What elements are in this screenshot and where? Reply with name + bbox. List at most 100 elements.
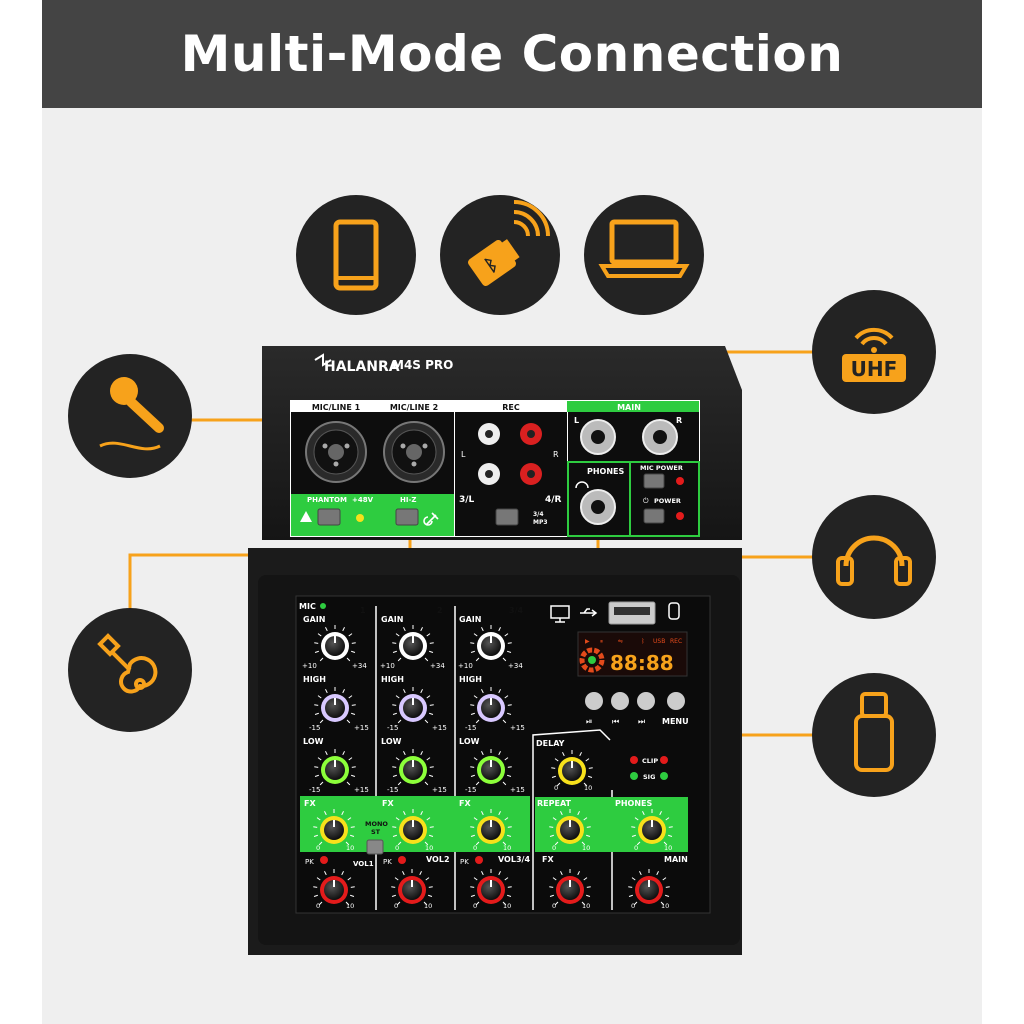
source-select-button[interactable] [495,508,519,526]
sig-led-l [630,772,638,780]
ch1-gain-knob[interactable] [314,625,356,662]
icon-uhf: UHF [812,290,936,414]
label-clip: CLIP [642,757,658,765]
ch2-low-knob[interactable] [392,749,434,786]
scale-max-label: 10 [661,902,669,910]
phones-jack[interactable] [580,489,616,525]
ch1-low-max: +15 [354,786,369,794]
power-led [676,512,684,520]
icon-smartphone [296,195,416,315]
scale-max-label: 10 [582,844,590,852]
sig-led-r [660,772,668,780]
ch2-low-min: -15 [387,786,398,794]
mic-power-button[interactable] [643,473,665,489]
ch1-vol-knob[interactable] [313,869,355,906]
play-pause-button[interactable] [585,692,603,710]
next-button[interactable] [637,692,655,710]
ch1-gain-max: +34 [352,662,367,670]
ch1-fx-label: FX [304,799,316,808]
headphones-small-icon [575,481,589,489]
main-out-r-jack[interactable] [642,419,678,455]
repeat-knob[interactable] [549,809,591,846]
scale-min-label: 0 [473,902,477,910]
power-button[interactable] [643,508,665,524]
ch1-gain-min: +10 [302,662,317,670]
phantom-button[interactable] [317,508,341,526]
label-sig: SIG [643,773,655,781]
ch2-vol-label: VOL2 [426,855,450,864]
label-in-3l: 3/L [459,495,475,505]
ch2-fx-knob[interactable] [392,809,434,846]
main-out-l-jack[interactable] [580,419,616,455]
ch1-low-knob[interactable] [314,749,356,786]
scale-max-label: 10 [503,902,511,910]
scale-min-label: 0 [316,844,320,852]
display-pause-icon: ⏸ [600,638,603,645]
ch1-fx-knob[interactable] [313,809,355,846]
mono-st-button[interactable] [366,839,384,855]
ch34-low-min: -15 [465,786,476,794]
scale-max-label: 10 [424,902,432,910]
icon-microphone [68,354,192,478]
uhf-wireless-icon [854,327,894,346]
delay-knob[interactable] [551,750,593,787]
label-mic: MIC [299,602,316,611]
ch2-vol-knob[interactable] [391,869,433,906]
display-spinner-icon [579,647,605,673]
phantom-led [356,514,364,522]
rca-jacks[interactable] [478,423,542,485]
ch34-high-knob[interactable] [470,687,512,724]
display-digits: 88:88 [610,651,674,675]
display-rec-label: REC [670,638,682,645]
channel-number-bars [340,606,374,615]
fx-master-knob[interactable] [549,869,591,906]
scale-max-label: 10 [664,844,672,852]
menu-button[interactable] [667,692,685,710]
laptop-icon [609,219,679,265]
ch34-low-knob[interactable] [470,749,512,786]
ch2-high-knob[interactable] [392,687,434,724]
clip-led-l [630,756,638,764]
scale-min-label: 0 [395,844,399,852]
label-in-4r: 4/R [545,495,562,505]
label-phones-vol: PHONES [615,799,653,808]
page-title: Multi-Mode Connection [180,25,844,83]
scale-max-label: 10 [584,784,592,792]
ch1-pk-label: PK [305,858,314,866]
label-rec: REC [502,403,520,412]
model-name: M4S PRO [392,358,453,372]
display-usb-label: USB [653,638,665,645]
ch34-peak-led [475,856,483,864]
label-mono: MONO [365,820,388,828]
main-vol-knob[interactable] [628,869,670,906]
ch2-gain-max: +34 [430,662,445,670]
ch34-fx-label: FX [459,799,471,808]
phones-knob[interactable] [631,809,673,846]
scale-min-label: 0 [473,844,477,852]
icon-guitar [68,608,192,732]
xlr-jack-1[interactable] [305,421,367,483]
xlr-jack-2[interactable] [383,421,445,483]
guitar-icon [97,633,158,694]
ch34-fx-knob[interactable] [470,809,512,846]
icon-headphones [812,495,936,619]
ch1-high-knob[interactable] [314,687,356,724]
ch34-pk-label: PK [460,858,469,866]
guitar-small-icon [423,512,439,526]
ch34-vol-knob[interactable] [470,869,512,906]
power-section [629,461,700,537]
ch2-gain-knob[interactable] [392,625,434,662]
ch1-high-min: -15 [309,724,320,732]
scale-min-label: 0 [552,844,556,852]
prev-button[interactable] [611,692,629,710]
label-mic-power: MIC POWER [640,464,683,472]
hiz-button[interactable] [395,508,419,526]
ch34-gain-knob[interactable] [470,625,512,662]
headphones-icon [843,535,905,567]
scale-max-label: 10 [346,844,354,852]
ch34-high-max: +15 [510,724,525,732]
display-play-icon: ▶ [585,638,590,645]
label-main-vol: MAIN [664,855,688,864]
ch2-fx-label: FX [382,799,394,808]
